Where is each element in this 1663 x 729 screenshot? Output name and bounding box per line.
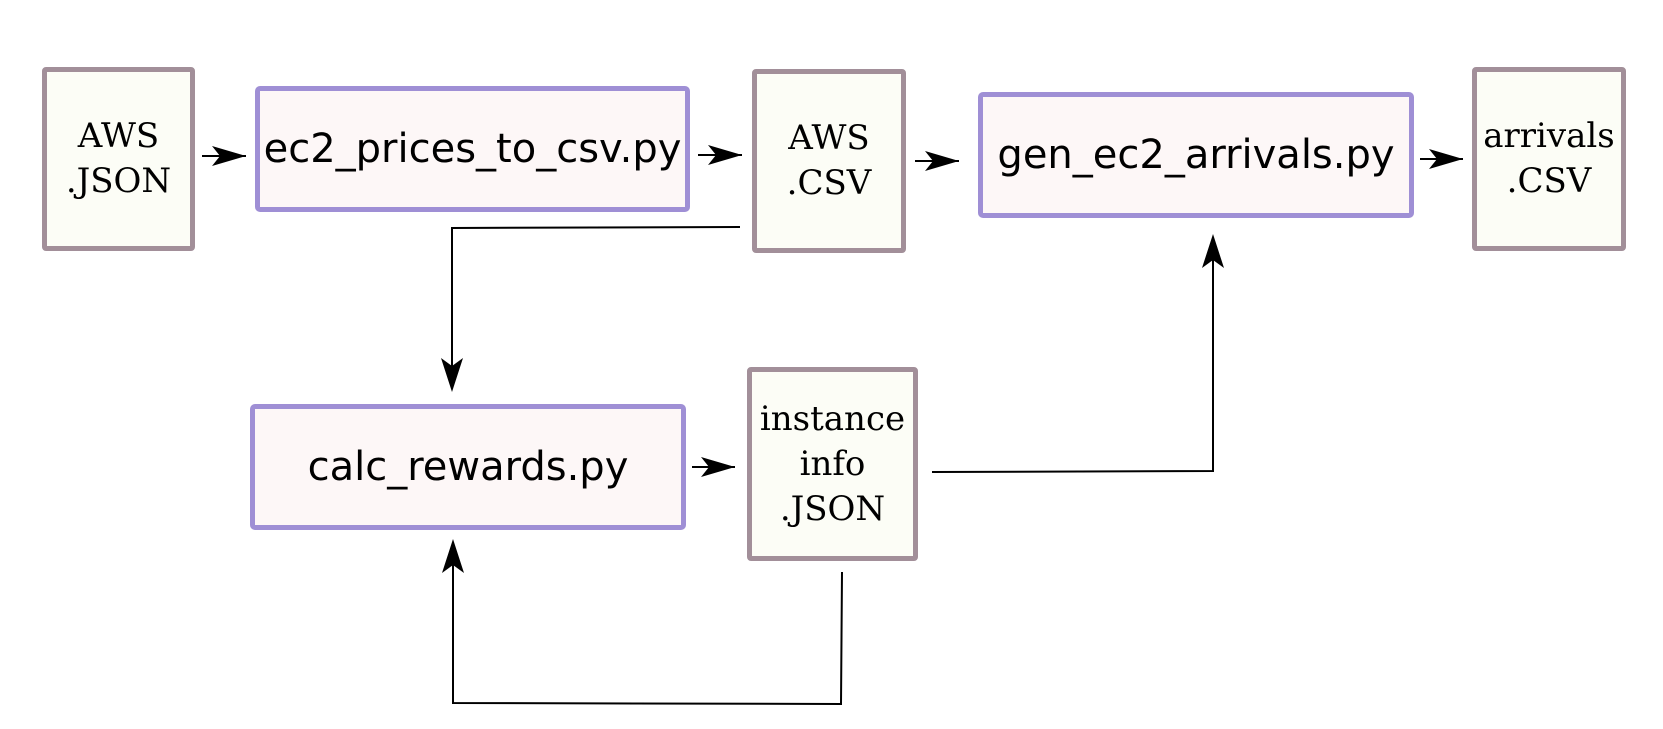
edge-aws-csv-to-gen-arrivals [915, 151, 959, 171]
node-aws-csv-label: AWS .CSV [786, 118, 872, 203]
node-aws-json: AWS .JSON [42, 67, 195, 251]
node-instance-info-json-label: instance info .JSON [759, 398, 906, 529]
node-aws-json-label: AWS .JSON [65, 116, 172, 201]
node-ec2-prices-to-csv-label: ec2_prices_to_csv.py [263, 126, 682, 172]
node-gen-ec2-arrivals-label: gen_ec2_arrivals.py [997, 132, 1395, 178]
node-ec2-prices-to-csv: ec2_prices_to_csv.py [255, 86, 690, 212]
node-arrivals-csv: arrivals .CSV [1472, 67, 1626, 251]
edge-calc-rewards-to-instance-info [692, 457, 735, 477]
node-calc-rewards-label: calc_rewards.py [307, 444, 629, 490]
edge-instance-info-to-gen-arrivals [931, 234, 1224, 473]
node-aws-csv: AWS .CSV [752, 69, 906, 253]
node-arrivals-csv-label: arrivals .CSV [1483, 116, 1615, 201]
node-calc-rewards: calc_rewards.py [250, 404, 686, 530]
edge-gen-arrivals-to-arrivals-csv [1420, 149, 1463, 169]
edge-ec2-prices-to-aws-csv [698, 145, 742, 165]
edge-aws-json-to-ec2-prices [202, 146, 246, 166]
node-instance-info-json: instance info .JSON [747, 367, 918, 561]
node-gen-ec2-arrivals: gen_ec2_arrivals.py [978, 92, 1414, 218]
edge-aws-csv-to-calc-rewards [441, 226, 741, 392]
edge-instance-info-to-calc-rewards [442, 539, 843, 706]
